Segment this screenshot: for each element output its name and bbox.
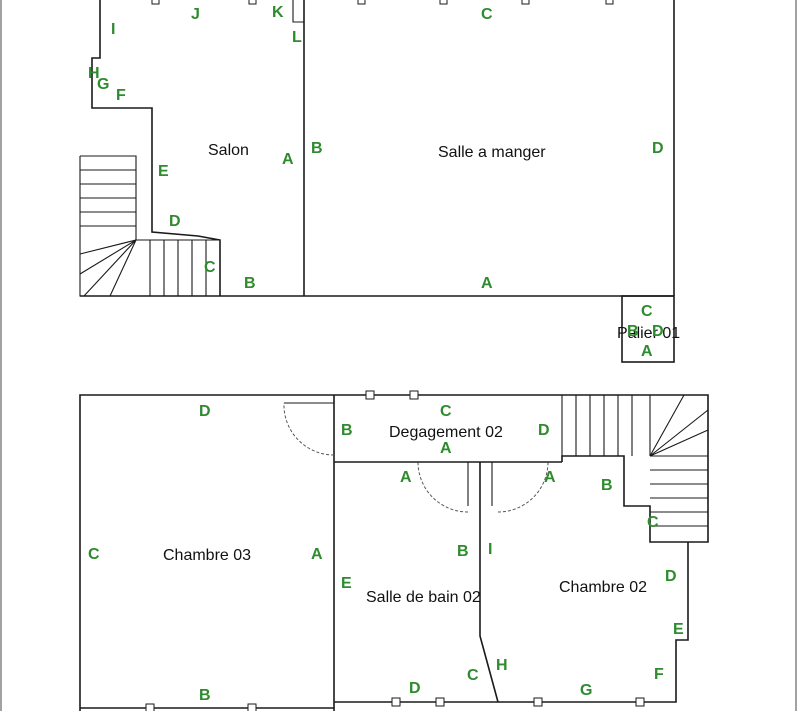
window-marker — [145, 703, 155, 711]
degagement-markers: C B A D — [341, 403, 550, 457]
wall-marker: C — [88, 546, 100, 563]
wall-marker: C — [481, 6, 493, 23]
lower-staircase — [561, 394, 709, 543]
window-marker — [391, 697, 401, 707]
room-label-degagement: Degagement 02 — [389, 424, 503, 441]
wall-marker: C — [467, 667, 479, 684]
chambre02-wall — [498, 542, 689, 703]
room-label-chambre03: Chambre 03 — [163, 547, 251, 564]
wall-marker: D — [665, 568, 677, 585]
salon-markers: I J K L H G F E D C B A — [88, 4, 302, 292]
wall-marker: D — [199, 403, 211, 420]
wall-marker: B — [601, 477, 613, 494]
window-marker — [533, 697, 543, 707]
wall-marker: A — [311, 546, 323, 563]
wall-marker: A — [544, 469, 556, 486]
doorway-frame — [292, 0, 304, 23]
wall-marker: D — [652, 323, 664, 340]
chambre03-wall — [79, 394, 334, 711]
room-label-salle-de-bain: Salle de bain 02 — [366, 589, 481, 606]
bath-chambre-partition — [479, 462, 499, 703]
window-marker — [439, 0, 448, 5]
wall-marker: F — [654, 666, 664, 683]
wall-marker: A — [282, 151, 294, 168]
wall-marker: A — [440, 440, 452, 457]
wall-marker: C — [440, 403, 452, 420]
wall-marker: B — [457, 543, 469, 560]
window-marker — [435, 697, 445, 707]
window-marker — [605, 0, 614, 5]
upper-staircase — [79, 155, 220, 297]
door-swing — [497, 461, 549, 513]
window-marker — [247, 703, 257, 711]
wall-marker: B — [627, 323, 639, 340]
wall-marker: A — [641, 343, 653, 360]
upper-floor — [79, 0, 675, 363]
window-marker — [635, 697, 645, 707]
lower-floor — [79, 390, 709, 711]
wall-marker: G — [580, 682, 592, 699]
wall-marker: C — [647, 514, 659, 531]
salon-wall — [91, 0, 221, 296]
window-marker — [521, 0, 530, 5]
wall-marker: B — [199, 687, 211, 704]
wall-marker: E — [158, 163, 169, 180]
wall-marker: C — [204, 259, 216, 276]
wall-marker: G — [97, 76, 109, 93]
door-swing — [417, 461, 469, 513]
wall-marker: E — [341, 575, 352, 592]
chambre02-markers: A I B C D E H G F — [488, 469, 684, 699]
window-marker — [151, 0, 160, 5]
wall-marker: D — [652, 140, 664, 157]
window-marker — [409, 390, 419, 400]
salle-de-bain-markers: A B E D C — [341, 469, 479, 697]
chambre03-markers: D C A B — [88, 403, 323, 704]
salle-a-manger-markers: C B D A — [311, 6, 664, 292]
wall-marker: E — [673, 621, 684, 638]
window-marker — [357, 0, 366, 5]
room-label-chambre02: Chambre 02 — [559, 579, 647, 596]
wall-marker: B — [341, 422, 353, 439]
room-label-salle-a-manger: Salle a manger — [438, 144, 546, 161]
wall-marker: H — [88, 65, 100, 82]
wall-marker: I — [488, 541, 492, 558]
wall-marker: B — [311, 140, 323, 157]
palier-markers: C B D A — [627, 303, 664, 360]
wall-marker: D — [169, 213, 181, 230]
room-label-palier: Palier 01 — [617, 325, 680, 342]
wall-marker: K — [272, 4, 284, 21]
window-marker — [248, 0, 257, 5]
door-swing — [283, 402, 335, 456]
window-marker — [365, 390, 375, 400]
palier-wall — [621, 295, 675, 363]
wall-marker: A — [400, 469, 412, 486]
wall-marker: H — [496, 657, 508, 674]
wall-marker: J — [191, 6, 200, 23]
wall-marker: A — [481, 275, 493, 292]
wall-marker: B — [244, 275, 256, 292]
wall-marker: D — [409, 680, 421, 697]
wall-marker: C — [641, 303, 653, 320]
wall-marker: I — [111, 21, 115, 38]
wall-marker: L — [292, 29, 302, 46]
room-label-salon: Salon — [208, 142, 249, 159]
wall-marker: F — [116, 87, 126, 104]
wall-marker: D — [538, 422, 550, 439]
